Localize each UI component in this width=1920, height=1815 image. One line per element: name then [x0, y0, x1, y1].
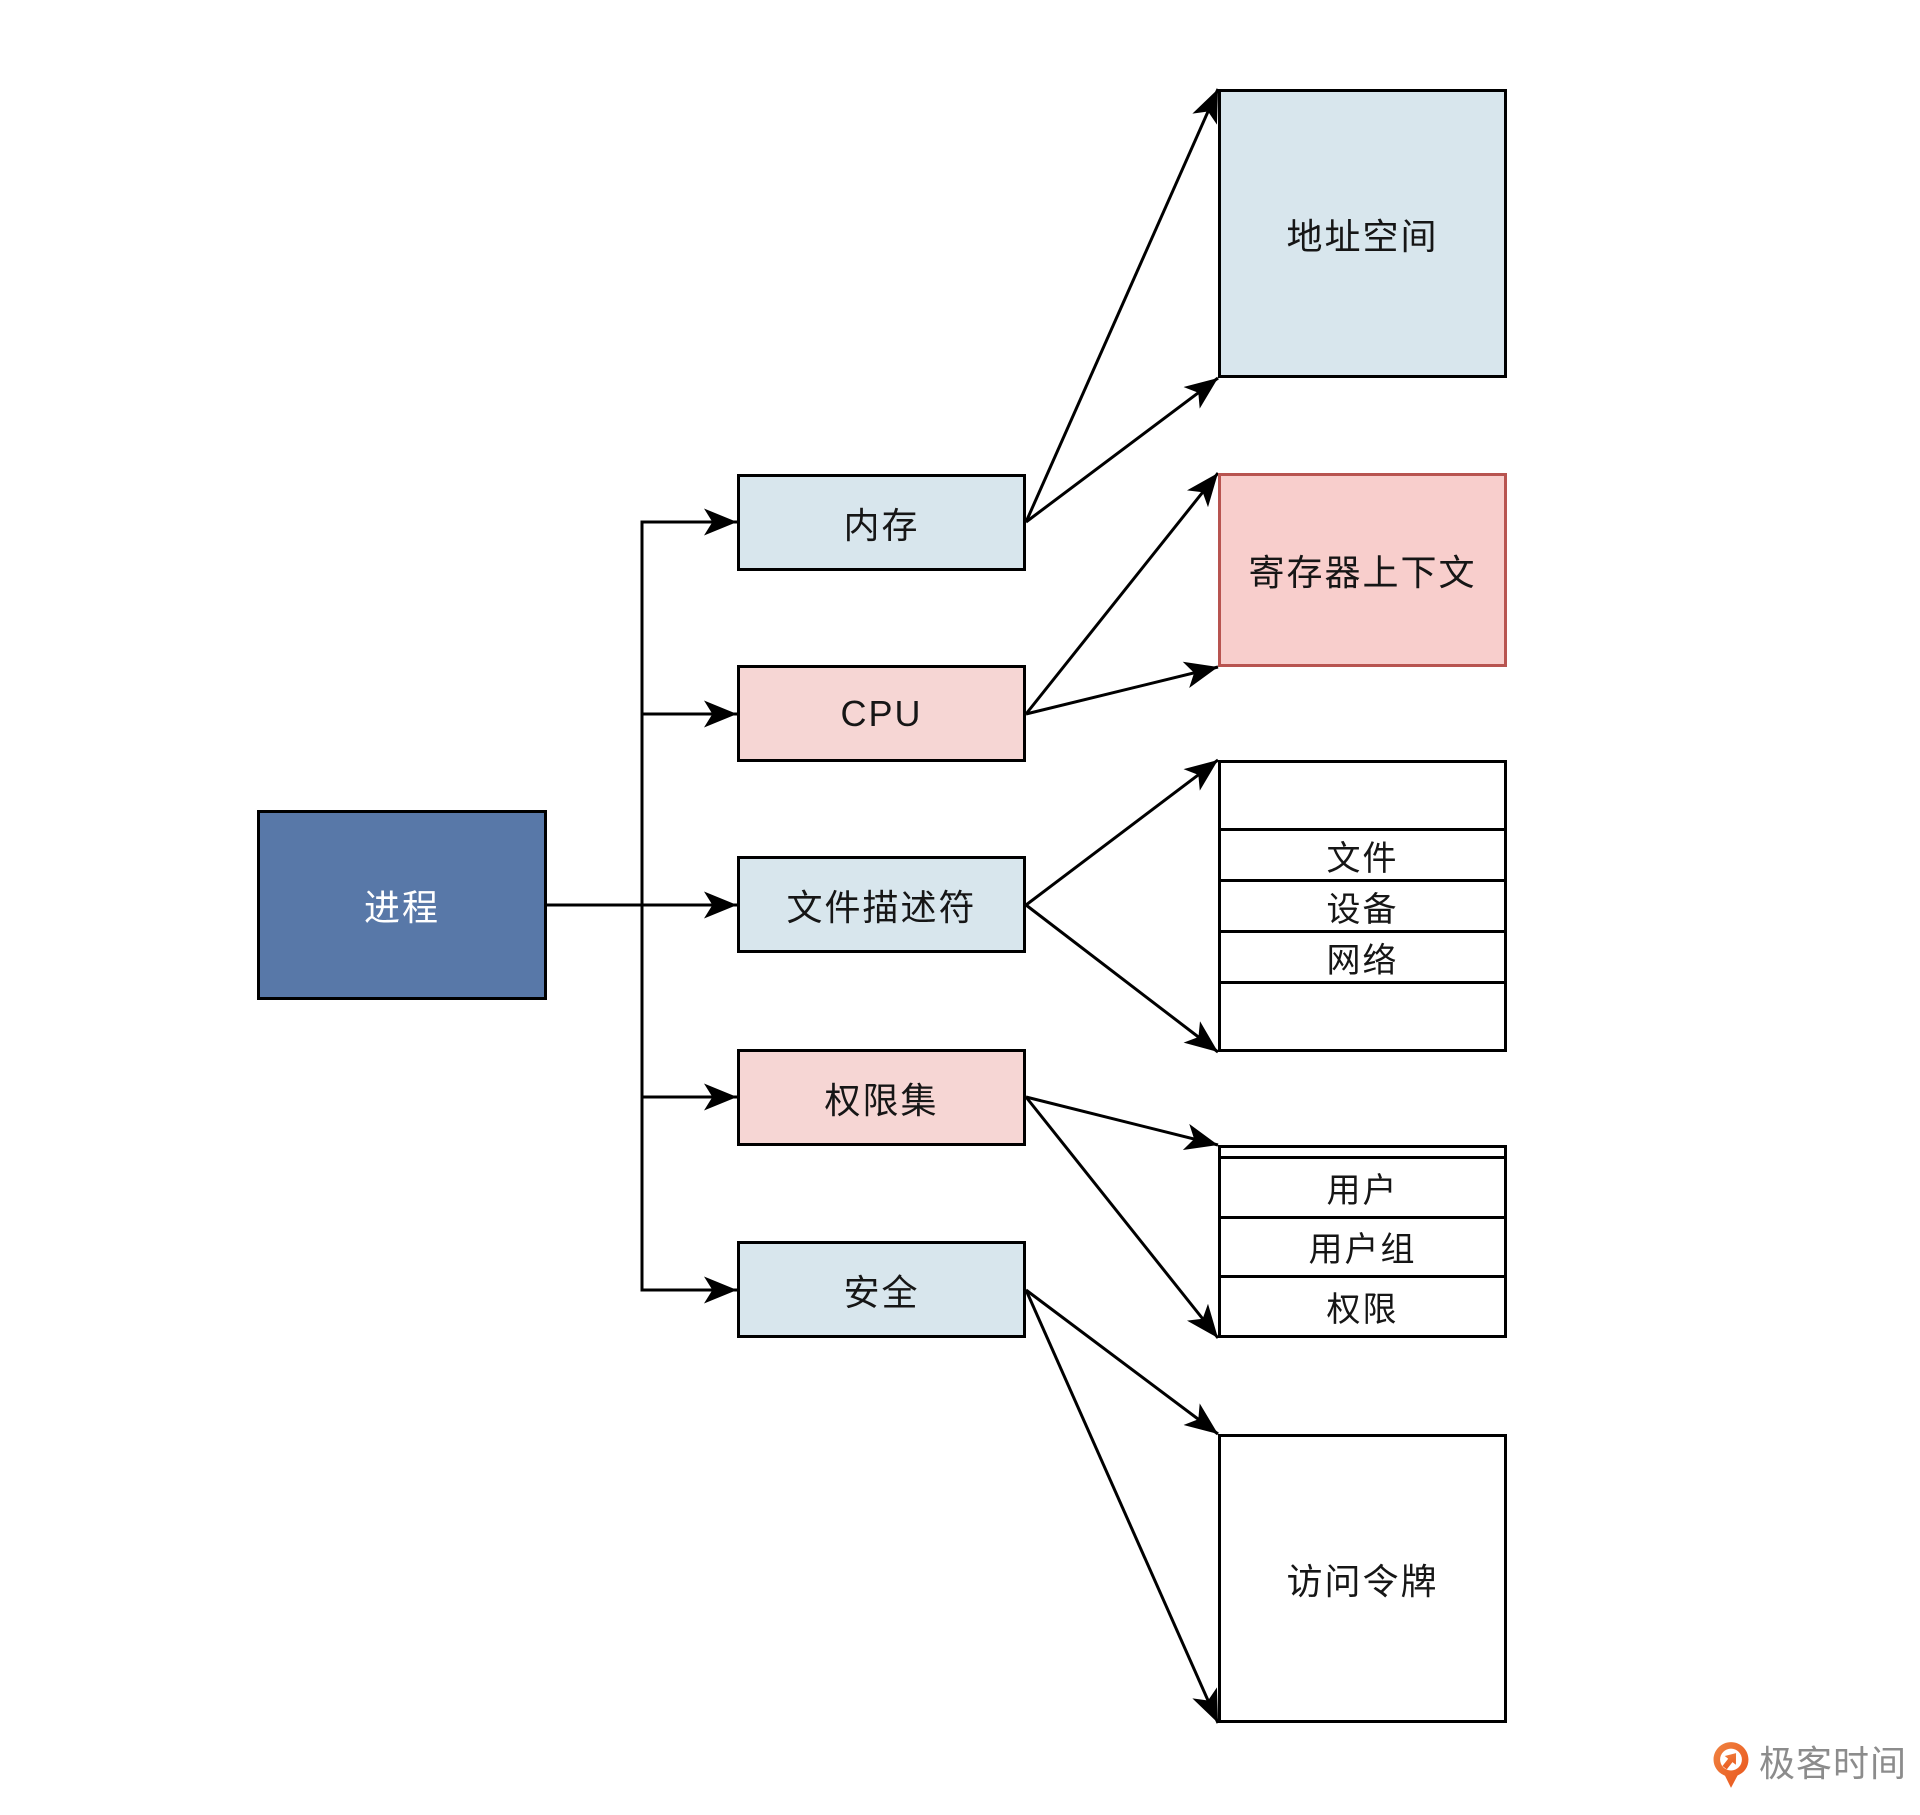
table-row: 用户 [1221, 1155, 1504, 1216]
geektime-logo: 极客时间 [1712, 1741, 1907, 1789]
node-cpu: CPU [737, 665, 1026, 762]
edge-cpu-regctx-bottom [1025, 661, 1219, 716]
table-permission-targets: 用户 用户组 权限 [1218, 1145, 1507, 1338]
node-file-descriptor-label: 文件描述符 [786, 886, 977, 928]
node-security-label: 安全 [843, 1271, 920, 1313]
table-row: 网络 [1221, 930, 1504, 981]
edge-permset-table-top [1025, 1095, 1219, 1151]
node-address-space-label: 地址空间 [1286, 215, 1439, 257]
edge-cpu-regctx-top [1024, 472, 1220, 715]
node-process: 进程 [257, 810, 547, 1000]
node-access-token: 访问令牌 [1218, 1434, 1507, 1723]
geektime-logo-text: 极客时间 [1759, 1743, 1908, 1784]
edge-security-token-top [1025, 1288, 1219, 1436]
table-row [1221, 763, 1504, 828]
edge-security-token-bottom [1024, 1289, 1220, 1724]
edge-fd-table-bottom [1025, 903, 1219, 1054]
node-file-descriptor: 文件描述符 [737, 856, 1026, 953]
node-permission-set-label: 权限集 [824, 1079, 939, 1121]
node-address-space: 地址空间 [1218, 89, 1507, 378]
node-memory-label: 内存 [843, 504, 920, 546]
node-permission-set: 权限集 [737, 1049, 1026, 1146]
table-file-descriptor-targets: 文件 设备 网络 [1218, 760, 1507, 1052]
edge-memory-addrspace-top [1024, 88, 1220, 523]
node-access-token-label: 访问令牌 [1286, 1560, 1439, 1602]
table-row [1221, 981, 1504, 1049]
node-register-context-label: 寄存器上下文 [1248, 552, 1477, 593]
edge-permset-table-bottom [1024, 1096, 1220, 1339]
node-memory: 内存 [737, 474, 1026, 571]
node-cpu-label: CPU [840, 692, 923, 734]
node-security: 安全 [737, 1241, 1026, 1338]
table-row: 文件 [1221, 828, 1504, 879]
node-register-context: 寄存器上下文 [1218, 473, 1507, 667]
geektime-logo-icon [1713, 1742, 1749, 1788]
edge-fd-table-top [1025, 758, 1219, 907]
edge-memory-addrspace-bottom [1025, 376, 1219, 524]
table-row: 权限 [1221, 1275, 1504, 1335]
table-row: 用户组 [1221, 1215, 1504, 1276]
table-row [1221, 1148, 1504, 1156]
table-row: 设备 [1221, 879, 1504, 930]
node-process-label: 进程 [363, 887, 440, 928]
